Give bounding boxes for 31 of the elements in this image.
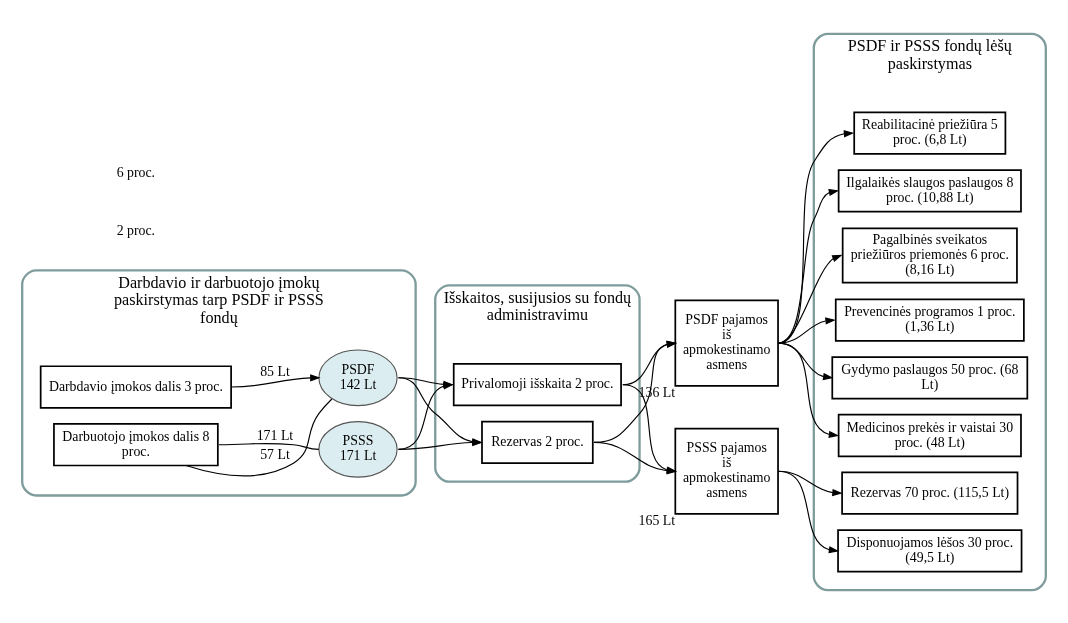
node-box: PSDF pajamos iš apmokestinamo asmens bbox=[674, 299, 779, 387]
node-box: Pagalbinės sveikatos priežiūros priemonės 6 proc. (8,16 Lt) bbox=[841, 226, 1018, 283]
edge-label: 85 Lt bbox=[260, 363, 290, 379]
arrow bbox=[777, 470, 840, 553]
node-box: Prevencinės programos 1 proc. (1,36 Lt) bbox=[834, 297, 1025, 342]
node-box: PSSS pajamos iš apmokestinamo asmens bbox=[674, 427, 779, 515]
node-box: Medicinos prekės ir vaistai 30 proc. (48 Lt) bbox=[837, 413, 1022, 457]
node-box: Rezervas 2 proc. bbox=[481, 420, 594, 464]
node-box: Ilgalaikės slaugos paslaugos 8 proc. (10,88 Lt) bbox=[837, 168, 1022, 212]
node-box: Gydymo paslaugos 50 proc. (68 Lt) bbox=[831, 355, 1029, 399]
arrow bbox=[777, 254, 843, 344]
node-box: Reabilitacinė priežiūra 5 proc. (6,8 Lt) bbox=[853, 110, 1007, 155]
node-box: Darbdavio įmokos dalis 3 proc. bbox=[39, 364, 232, 409]
node-box: Darbuotojo įmokos dalis 8 proc. bbox=[53, 422, 219, 466]
arrow bbox=[230, 373, 321, 388]
label: 6 proc. bbox=[116, 164, 156, 180]
connector bbox=[218, 442, 320, 450]
edge-label: 171 Lt bbox=[256, 427, 294, 443]
node-box: Rezervas 70 proc. (115,5 Lt) bbox=[841, 471, 1019, 515]
node-label: 165 Lt bbox=[638, 512, 676, 528]
arrow bbox=[622, 383, 678, 474]
connector bbox=[185, 397, 333, 476]
edge-label: 57 Lt bbox=[260, 446, 290, 462]
label: 2 proc. bbox=[116, 222, 156, 238]
arrow bbox=[777, 188, 840, 344]
arrow bbox=[593, 441, 678, 474]
node-box: Disponuojamos lėšos 30 proc. (49,5 Lt) bbox=[837, 528, 1023, 573]
node-ellipse: PSDF 142 Lt bbox=[318, 348, 398, 406]
node-ellipse: PSSS 171 Lt bbox=[318, 420, 398, 478]
node-box: Privalomoji išskaita 2 proc. bbox=[452, 362, 622, 406]
arrow bbox=[777, 129, 855, 344]
